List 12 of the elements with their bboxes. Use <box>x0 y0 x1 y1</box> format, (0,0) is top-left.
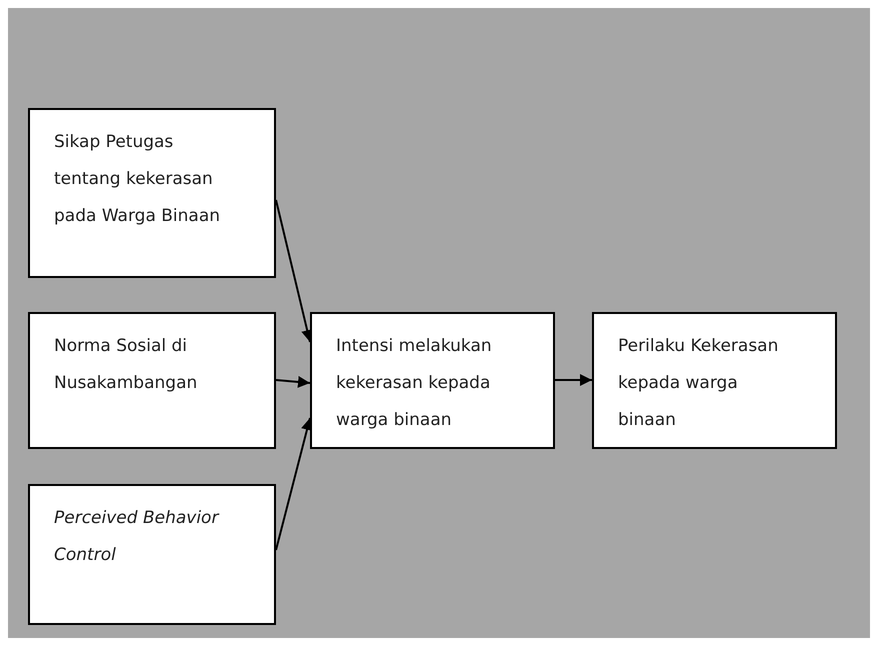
process-box <box>592 312 837 449</box>
box-text: Perceived Behavior Control <box>54 507 220 567</box>
box-text: Norma Sosial di Nusakambangan <box>54 335 198 395</box>
arrow <box>555 374 592 386</box>
arrow <box>276 376 310 388</box>
box-text: Sikap Petugas tentang kekerasan pada Warga Binaan <box>54 131 222 228</box>
process-box <box>28 108 276 278</box>
process-box <box>310 312 555 449</box>
box-text: Intensi melakukan kekerasan kepada warga binaan <box>336 335 493 432</box>
process-box <box>28 312 276 449</box>
process-box <box>28 484 276 625</box>
box-text: Perilaku Kekerasan kepada warga binaan <box>618 335 780 432</box>
